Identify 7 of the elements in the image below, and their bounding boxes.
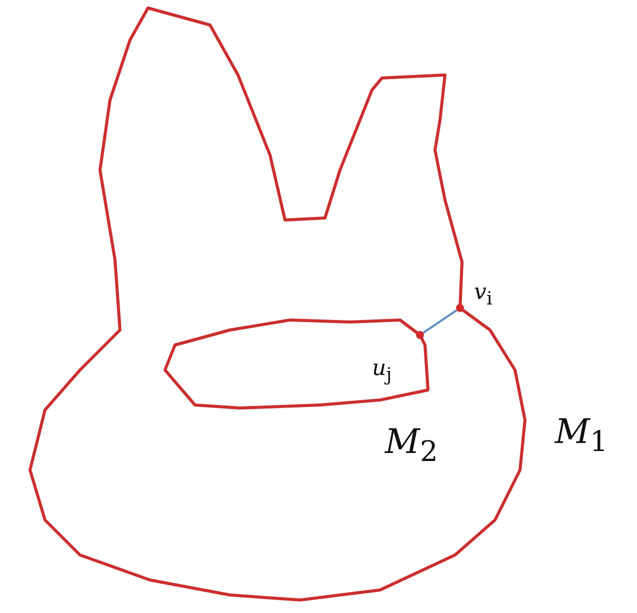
region-label: M$_{2}$ (385, 425, 438, 466)
vertex-point (456, 304, 464, 312)
vertex-label: u$_{j}$ (372, 358, 392, 385)
vertex-label: v$_{i}$ (474, 282, 492, 309)
vertex-point (416, 331, 424, 339)
region-label: M$_{1}$ (555, 415, 608, 456)
connector-line (422, 309, 458, 334)
